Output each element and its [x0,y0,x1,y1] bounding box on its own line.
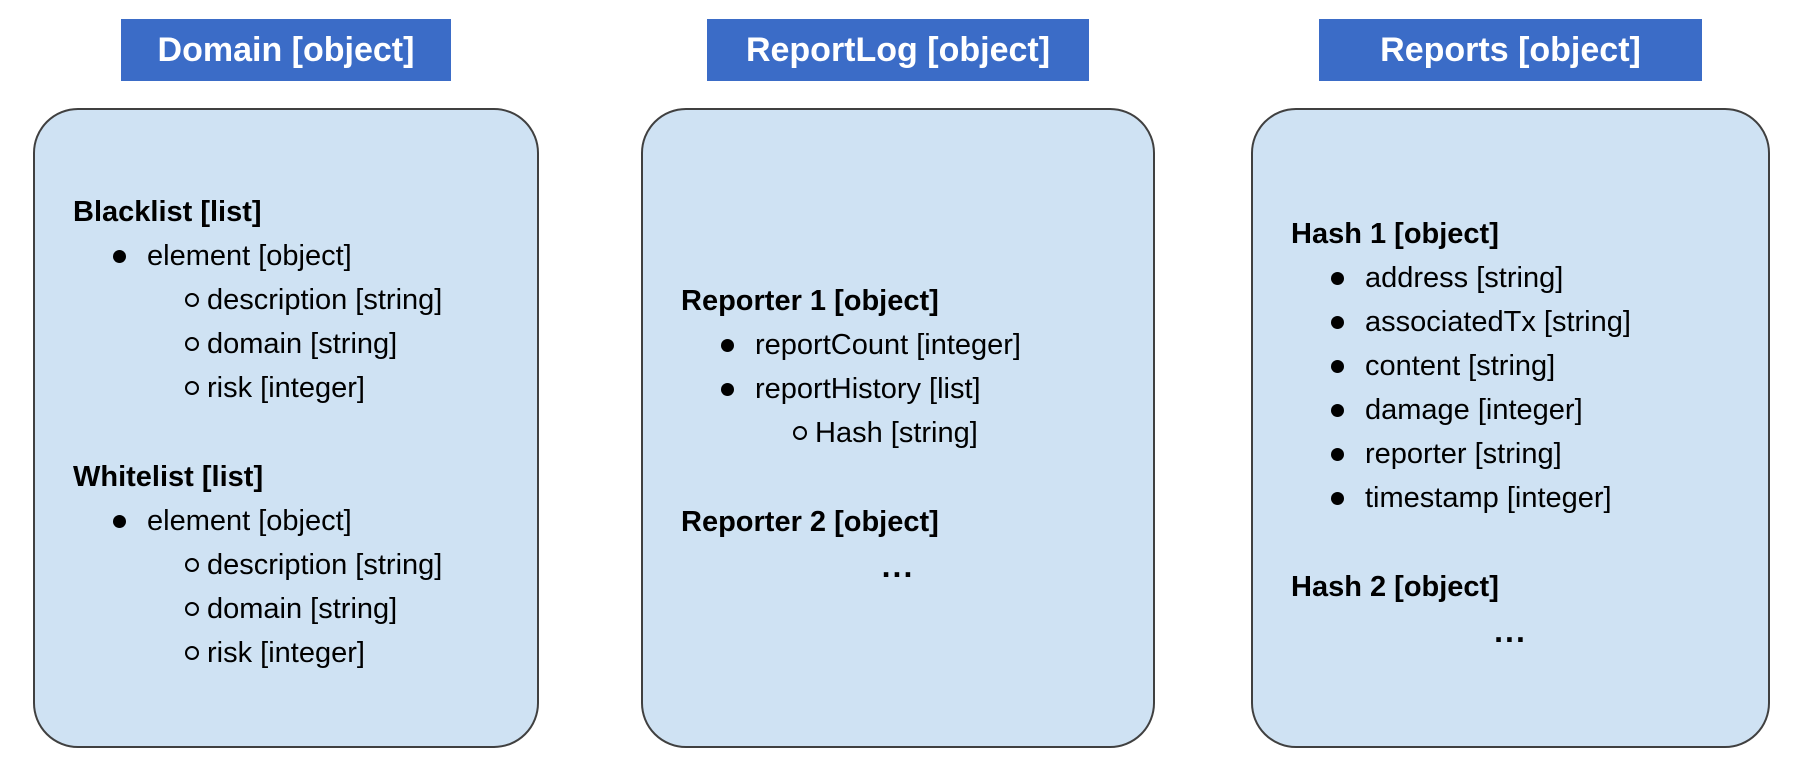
list-item: reportCount [integer] [643,323,1153,367]
list-item-label: element [object] [147,505,352,537]
bullet-dot-icon [1331,491,1344,505]
list-item: domain [string] [35,587,537,631]
bullet-dot-icon [1331,359,1344,373]
bullet-dot-icon [721,382,734,396]
list-item: reportHistory [list] [643,367,1153,411]
ellipsis-text: ... [1494,613,1527,649]
ellipsis-text: ... [881,548,915,584]
bullet-dot-icon [721,338,734,352]
section-spacer [1253,520,1768,565]
bullet-circle-icon [185,381,199,395]
panel-reportlog-card: Reporter 1 [object] reportCount [integer… [641,108,1155,748]
bullet-dot-icon [1331,403,1344,417]
section-heading-reporter-2: Reporter 2 [object] [681,506,939,538]
bullet-dot-icon [113,514,126,528]
section-spacer [643,455,1153,500]
list-item-label: Hash [string] [815,417,978,449]
section-heading-whitelist: Whitelist [list] [73,461,264,493]
section-spacer [35,410,537,455]
list-item-label: content [string] [1365,350,1556,382]
list-item: reporter [string] [1253,432,1768,476]
list-item: risk [integer] [35,366,537,410]
list-item-label: domain [string] [207,593,398,625]
bullet-circle-icon [185,602,199,616]
bullet-circle-icon [793,426,807,440]
list-item: damage [integer] [1253,388,1768,432]
bullet-dot-icon [1331,447,1344,461]
bullet-dot-icon [1331,271,1344,285]
section-heading-blacklist: Blacklist [list] [73,196,262,228]
list-item-label: domain [string] [207,328,398,360]
panel-reportlog-title: ReportLog [object] [707,19,1089,81]
list-item: element [object] [35,234,537,278]
bullet-dot-icon [1331,315,1344,329]
bullet-circle-icon [185,293,199,307]
list-item-label: description [string] [207,284,443,316]
list-item-label: risk [integer] [207,372,365,404]
section-heading-reporter-1: Reporter 1 [object] [681,285,939,317]
list-item-label: reporter [string] [1365,438,1562,470]
panel-domain-card: Blacklist [list] element [object] descri… [33,108,539,748]
list-item: timestamp [integer] [1253,476,1768,520]
list-item-label: reportCount [integer] [755,329,1021,361]
list-item-label: description [string] [207,549,443,581]
list-item-label: damage [integer] [1365,394,1583,426]
list-item: Hash [string] [643,411,1153,455]
section-heading-hash-2: Hash 2 [object] [1291,571,1499,603]
list-item: address [string] [1253,256,1768,300]
panel-reports-card: Hash 1 [object] address [string] associa… [1251,108,1770,748]
list-item: content [string] [1253,344,1768,388]
list-item-label: timestamp [integer] [1365,482,1612,514]
list-item-label: risk [integer] [207,637,365,669]
panel-reportlog: ReportLog [object] Reporter 1 [object] r… [641,19,1155,748]
list-item-label: element [object] [147,240,352,272]
list-item: risk [integer] [35,631,537,675]
list-item-label: reportHistory [list] [755,373,981,405]
panel-reports-title: Reports [object] [1319,19,1702,81]
panel-reports: Reports [object] Hash 1 [object] address… [1251,19,1770,748]
bullet-circle-icon [185,558,199,572]
list-item: description [string] [35,543,537,587]
list-item: element [object] [35,499,537,543]
bullet-circle-icon [185,337,199,351]
section-heading-hash-1: Hash 1 [object] [1291,218,1499,250]
list-item-label: associatedTx [string] [1365,306,1631,338]
list-item: description [string] [35,278,537,322]
list-item-label: address [string] [1365,262,1564,294]
list-item: associatedTx [string] [1253,300,1768,344]
panel-domain: Domain [object] Blacklist [list] element… [33,19,539,748]
list-item: domain [string] [35,322,537,366]
panel-domain-title: Domain [object] [121,19,451,81]
bullet-dot-icon [113,249,126,263]
bullet-circle-icon [185,646,199,660]
